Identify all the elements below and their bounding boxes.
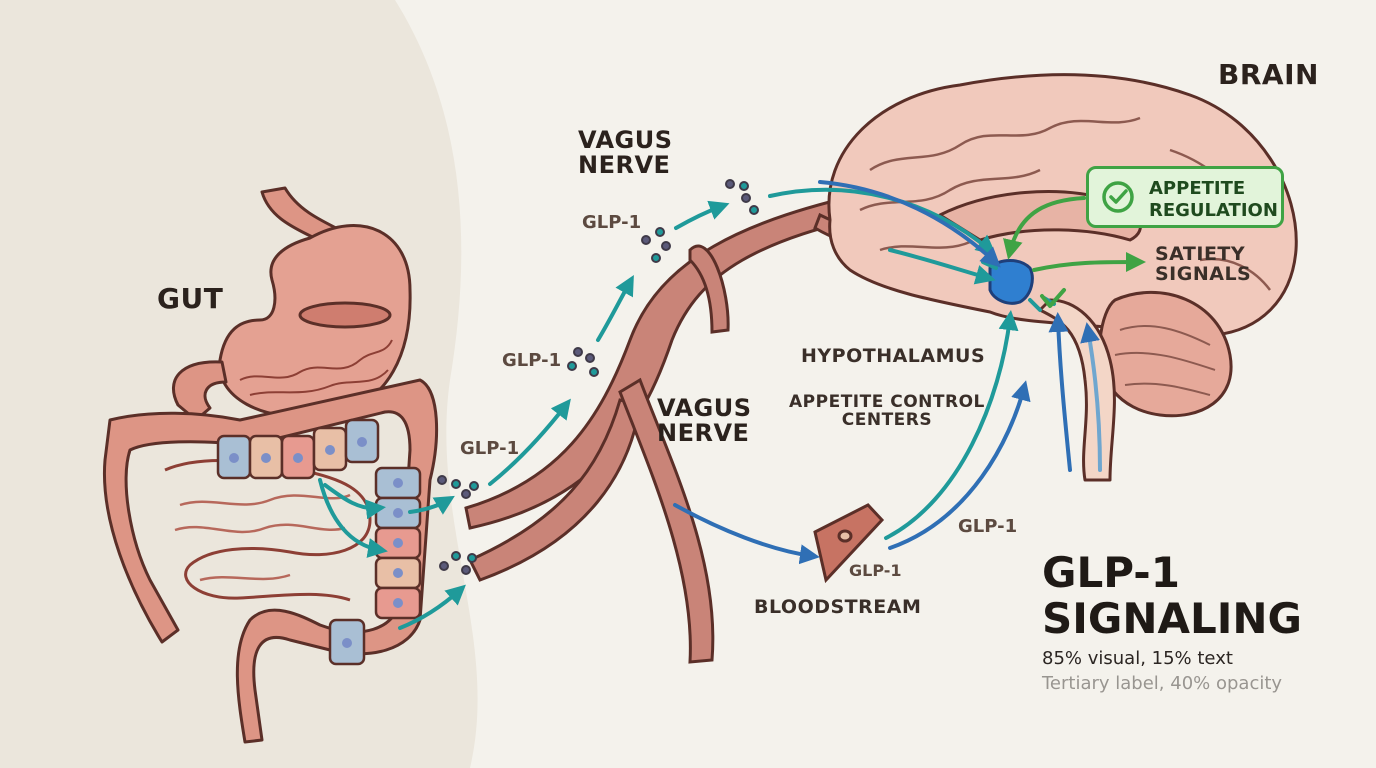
check-circle-icon [1102,181,1134,213]
blue-arrow [818,180,1001,268]
subtitle: 85% visual, 15% text [1042,648,1233,669]
blue-arrow [1080,322,1102,472]
teal-arrow [674,200,730,230]
teal-arrow [323,483,386,520]
appetite-regulation-line1: APPETITE [1149,178,1246,199]
small-intestine-folds [174,493,351,582]
appetite-control-line2: CENTERS [841,409,933,430]
teal-arrow [596,275,634,342]
blue-arrow [1048,312,1072,472]
title-line2: SIGNALING [1042,594,1303,643]
satiety-line2: SIGNALS [1155,262,1252,285]
appetite-regulation-label: APPETITE REGULATION [1149,178,1278,221]
cerebellum-folds [1114,324,1216,396]
teal-arrow [408,495,455,515]
tertiary-label: Tertiary label, 40% opacity [1042,673,1283,694]
glp1-tag-blood-vessel: GLP-1 [849,561,902,580]
vagus-nerve-top-label: VAGUS NERVE [578,126,673,180]
appetite-regulation-line2: REGULATION [1149,199,1278,221]
teal-arrow [673,503,820,565]
glp1-molecules [437,179,759,575]
appetite-control-line1: APPETITE CONTROL [789,392,985,412]
teal-arrow [884,310,1019,540]
glp1-tag-lower-mid: GLP-1 [460,438,520,459]
teal-arrow [398,584,466,630]
vagus-nerve-mid-line1: VAGUS [657,394,752,422]
glp1-tag-top: GLP-1 [582,212,642,233]
satiety-signals-label: SATIETY SIGNALS [1155,243,1252,285]
brain-label: BRAIN [1218,58,1319,91]
glp1-molecule-icon [437,475,479,499]
gut-label: GUT [157,282,224,315]
signal-arrows [318,180,1146,630]
check-icon [1040,288,1066,308]
green-arrow [1032,252,1146,273]
brain-illustration [827,73,1298,482]
vagus-nerve-bundle [464,188,892,664]
title-line1: GLP-1 [1042,548,1180,597]
vagus-nerve-descending [618,377,715,664]
glp1-tag-upper-mid: GLP-1 [502,350,562,371]
blue-arrow [888,380,1031,550]
bloodstream-label: BLOODSTREAM [754,596,922,618]
teal-arrow [488,398,571,486]
appetite-control-label: APPETITE CONTROL CENTERS [789,392,985,430]
vagus-nerve-mid-label: VAGUS NERVE [657,394,752,448]
glp1-molecule-icon [567,347,599,377]
glp1-molecule-icon [439,551,477,575]
vagus-nerve-mid-line2: NERVE [657,419,750,448]
stomach-rugae [239,339,393,396]
green-arrow [1003,196,1086,260]
glp1-molecule-icon [725,179,759,215]
satiety-line1: SATIETY [1155,243,1246,265]
glp1-molecule-icon [641,227,671,263]
vagus-nerve-top-line1: VAGUS [578,126,673,154]
vagus-nerve-branch [688,244,730,334]
blood-vessel [813,503,885,584]
stomach-opening [298,301,392,329]
vagus-nerve-top-line2: NERVE [578,151,671,180]
hypothalamus-label: HYPOTHALAMUS [801,345,986,367]
appetite-regulation-callout: APPETITE REGULATION [1086,166,1284,228]
teal-arrow [318,478,388,558]
title-block: GLP-1 SIGNALING 85% visual, 15% text Ter… [1042,548,1303,695]
blue-arrow [888,248,996,285]
glp1-tag-blood-right: GLP-1 [958,516,1018,537]
